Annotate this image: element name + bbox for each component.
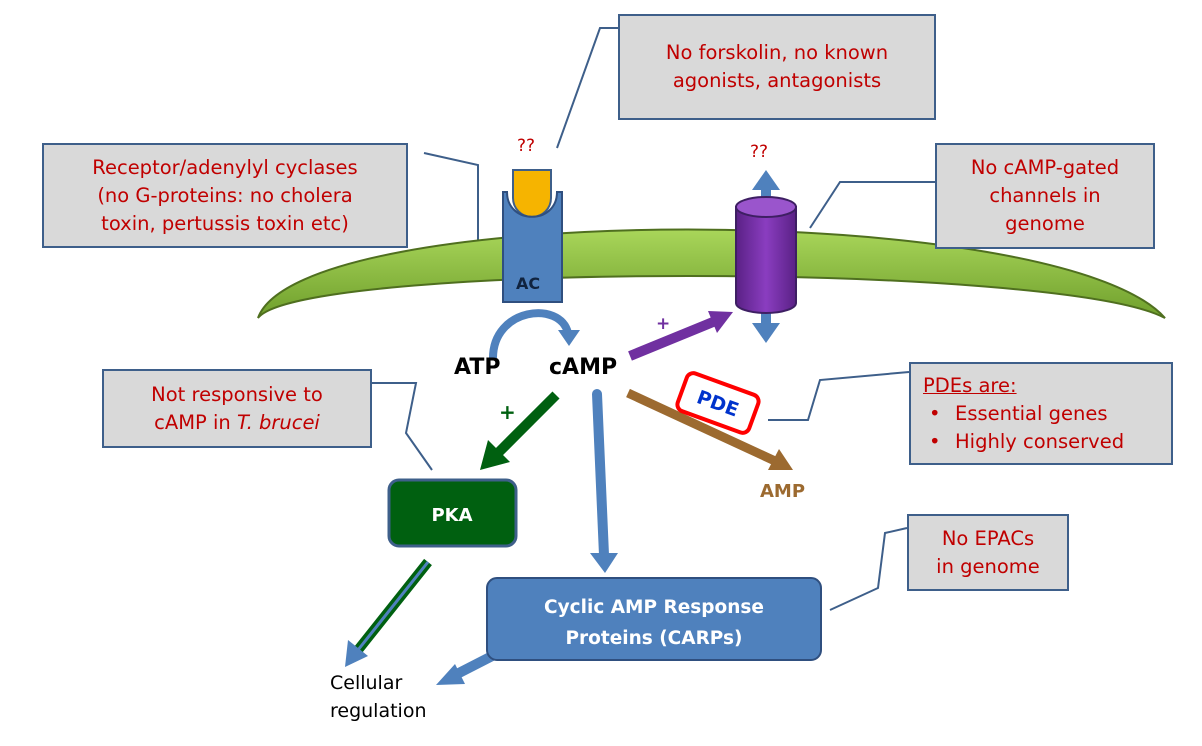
atp-to-camp-arrow <box>489 309 572 359</box>
pka-arrow-highlight <box>356 561 430 651</box>
camp-to-pka-arrow <box>493 391 560 458</box>
note-pka-line1: Not responsive to <box>151 382 323 406</box>
callout-line-epacs <box>829 527 908 611</box>
note-channels-line1: No cAMP-gated <box>970 156 1120 179</box>
carps-label-line2: Proteins (CARPs) <box>565 628 742 649</box>
note-forskolin-line1: No forskolin, no known <box>665 41 889 64</box>
channel-plus-label: + <box>656 314 671 334</box>
camp-to-amp-arrowhead <box>768 449 793 470</box>
note-channels: No cAMP-gated channels in genome <box>935 143 1155 249</box>
pka-box <box>387 478 518 548</box>
note-forskolin-line2: agonists, antagonists <box>672 69 882 92</box>
camp-to-carps-arrow <box>592 389 609 560</box>
note-channels-line3: genome <box>1005 212 1085 235</box>
channel-arrowhead-up <box>752 170 780 190</box>
carps-label-line1: Cyclic AMP Response <box>544 597 764 618</box>
camp-to-channel-arrow <box>628 317 715 361</box>
ligand-shape <box>512 169 552 218</box>
ac-label: AC <box>516 274 541 293</box>
amp-label: AMP <box>760 481 806 502</box>
camp-to-carps-arrowhead <box>590 553 618 573</box>
note-pdes-item2: Highly conserved <box>923 428 1171 456</box>
channel-arrowhead-down <box>752 323 780 343</box>
note-channels-line2: channels in <box>989 184 1101 207</box>
note-pdes-item1: Essential genes <box>923 400 1171 428</box>
camp-to-pka-arrowhead <box>480 440 510 470</box>
carps-box <box>486 577 822 661</box>
note-receptor-line1: Receptor/adenylyl cyclases <box>92 155 358 179</box>
pka-plus-label: + <box>499 400 516 424</box>
note-receptor: Receptor/adenylyl cyclases (no G-protein… <box>42 143 408 248</box>
pde-enzyme-group: PDE <box>675 371 761 435</box>
note-epacs-line1: No EPACs <box>941 526 1035 550</box>
ion-channel-top <box>735 196 797 218</box>
receptor-question-label: ?? <box>517 136 536 156</box>
camp-label: cAMP <box>549 355 618 380</box>
note-receptor-line3: toxin, pertussis toxin etc) <box>101 211 349 235</box>
atp-label: ATP <box>454 355 501 380</box>
pde-enzyme-box <box>675 371 761 435</box>
carps-to-regulation-arrowhead <box>436 664 465 685</box>
pka-label: PKA <box>431 505 472 526</box>
channel-question-label: ?? <box>750 142 769 162</box>
callout-line-pka-note <box>372 382 433 471</box>
note-pka-species: T. brucei <box>236 410 320 434</box>
ion-channel <box>735 206 797 314</box>
callout-line-pdes <box>768 371 910 421</box>
adenylyl-cyclase-receptor <box>502 191 563 303</box>
callout-line-forskolin <box>556 27 618 149</box>
note-epacs-line2: in genome <box>936 554 1040 578</box>
callout-line-channels <box>809 181 935 229</box>
cell-membrane <box>257 228 1166 319</box>
note-pka-line2: cAMP in T. brucei <box>104 409 370 437</box>
note-pdes-heading: PDEs are: <box>923 373 1017 397</box>
note-epacs: No EPACs in genome <box>907 514 1069 591</box>
cellular-regulation-line2: regulation <box>330 700 427 722</box>
note-pka-line2-text: cAMP in <box>154 410 237 434</box>
atp-to-camp-arrowhead <box>558 330 580 346</box>
note-pka: Not responsive to cAMP in T. brucei <box>102 369 372 448</box>
note-receptor-line2: (no G-proteins: no cholera <box>97 183 353 207</box>
note-forskolin: No forskolin, no known agonists, antagon… <box>618 14 936 120</box>
cellular-regulation-line1: Cellular <box>330 672 403 694</box>
camp-to-channel-arrowhead <box>708 311 733 333</box>
note-pdes: PDEs are: Essential genes Highly conserv… <box>909 362 1173 465</box>
pka-to-regulation-arrowhead <box>345 640 368 667</box>
camp-to-amp-arrow <box>626 388 777 466</box>
